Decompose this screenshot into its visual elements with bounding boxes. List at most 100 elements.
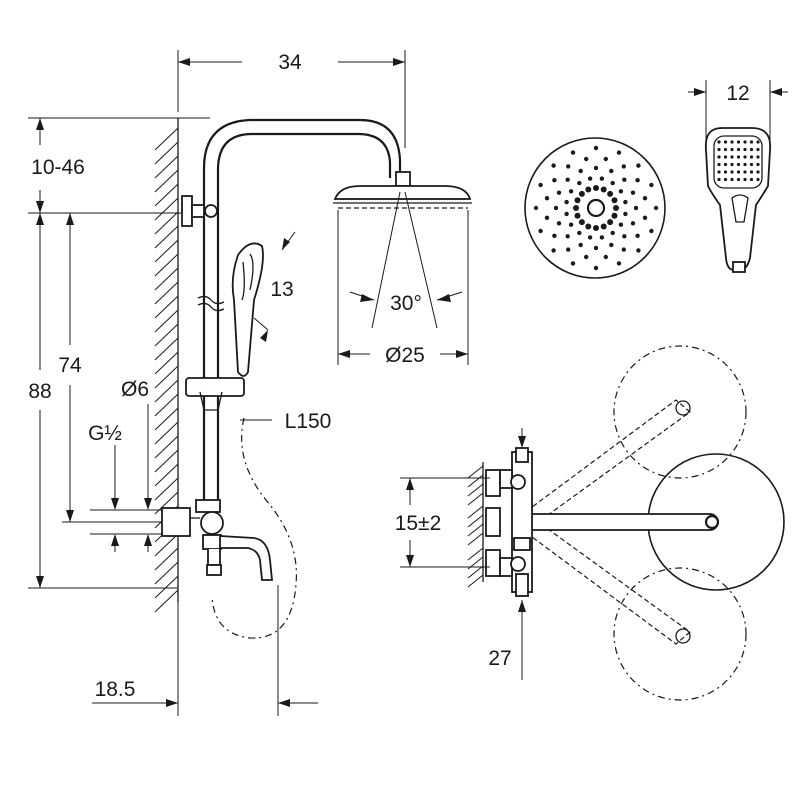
dim-bar-height: 74: [58, 354, 82, 377]
nozzle-dot: [603, 156, 608, 162]
nozzle-dot: [556, 190, 562, 195]
nozzle-dot: [603, 254, 608, 260]
hatch-line: [467, 547, 484, 561]
hatch-line: [154, 575, 179, 599]
nozzle-dot: [622, 177, 627, 182]
wall: [154, 118, 179, 613]
dim-hose-length: L150: [285, 410, 332, 433]
dim-handshower-width: 12: [726, 82, 749, 105]
nozzle-dot: [743, 147, 747, 152]
nozzle-dot: [552, 233, 557, 238]
hatch-line: [467, 565, 484, 579]
nozzle-dot: [756, 140, 760, 144]
nozzle-dot: [743, 162, 747, 167]
nozzle-dot: [565, 177, 570, 182]
nozzle-dot: [551, 248, 556, 253]
nozzle-dot: [633, 205, 639, 211]
nozzle-dot: [570, 261, 576, 266]
nozzle-dot: [593, 265, 599, 271]
nozzle-dot: [577, 180, 582, 186]
nozzle-dot: [736, 155, 741, 159]
nozzle-dot: [570, 150, 576, 155]
nozzle-dot: [636, 163, 641, 168]
dim-head-diameter: Ø25: [385, 344, 425, 367]
nozzle-dot: [578, 190, 585, 197]
hatch-line: [467, 483, 484, 497]
nozzle-dot: [723, 140, 728, 144]
nozzle-dot: [749, 162, 754, 167]
nozzle-dot: [730, 140, 734, 144]
nozzle-dot: [609, 168, 614, 174]
nozzle-dot: [723, 162, 728, 167]
nozzle-dot: [749, 147, 754, 152]
nozzle-dot: [621, 164, 626, 169]
hatch-line: [154, 393, 179, 417]
nozzle-dot: [577, 230, 582, 236]
hatch-line: [154, 449, 179, 473]
hatch-line: [154, 141, 179, 165]
hatch-line: [467, 514, 484, 528]
nozzle-dot: [564, 199, 569, 205]
nozzle-dot: [630, 190, 636, 195]
nozzle-dot: [593, 145, 599, 151]
hatch-line: [154, 435, 179, 459]
hatch-line: [154, 197, 179, 221]
nozzle-dot: [611, 197, 618, 204]
nozzle-dot: [618, 222, 624, 227]
nozzle-dot: [574, 197, 581, 204]
nozzle-dot: [743, 170, 747, 174]
hatch-line: [154, 295, 179, 319]
nozzle-dot: [610, 180, 615, 186]
dim-height-adjust: 10-46: [31, 156, 85, 179]
nozzle-dot: [622, 234, 627, 239]
nozzle-dot: [544, 215, 550, 220]
nozzle-dot: [578, 242, 583, 248]
hatch-line: [154, 379, 179, 403]
nozzle-dot: [723, 170, 728, 174]
nozzle-dot: [618, 189, 624, 194]
nozzle-dot: [730, 162, 734, 167]
nozzle-dot: [556, 221, 562, 226]
dim-inlet-centers: 15±2: [395, 512, 442, 535]
nozzle-dot: [749, 140, 754, 144]
nozzle-dot: [730, 170, 734, 174]
hatch-line: [154, 533, 179, 557]
nozzle-dot: [568, 222, 574, 227]
nozzle-dot: [736, 170, 741, 174]
hatch-line: [467, 492, 484, 506]
nozzle-dot: [743, 140, 747, 144]
nozzle-dot: [566, 247, 571, 252]
nozzle-dot: [743, 155, 747, 159]
nozzle-dot: [642, 196, 648, 201]
hatch-line: [154, 463, 179, 487]
hatch-line: [154, 351, 179, 375]
hatch-line: [154, 225, 179, 249]
nozzle-dot: [736, 177, 741, 182]
nozzle-dot: [538, 182, 543, 188]
nozzle-dot: [585, 223, 592, 230]
shower-column: [161, 118, 472, 639]
nozzle-dot: [723, 155, 728, 159]
nozzle-dot: [717, 177, 721, 182]
nozzle-dot: [756, 177, 760, 182]
nozzle-dot: [607, 219, 614, 226]
hatch-line: [154, 211, 179, 235]
nozzle-dot: [552, 178, 557, 183]
nozzle-dot: [574, 212, 581, 219]
hatch-line: [154, 561, 179, 585]
nozzle-dot: [723, 147, 728, 152]
nozzle-dot: [717, 147, 721, 152]
dim-wall-offset: 18.5: [95, 678, 136, 701]
hatch-line: [154, 309, 179, 333]
dim-pipe-diameter: Ø6: [121, 378, 149, 401]
dim-overall-height: 88: [28, 380, 51, 403]
rain-head-nozzles: [533, 145, 659, 271]
nozzle-dot: [723, 177, 728, 182]
hatch-line: [154, 477, 179, 501]
nozzle-dot: [756, 147, 760, 152]
hatch-line: [154, 155, 179, 179]
hatch-line: [467, 574, 484, 588]
nozzle-dot: [756, 170, 760, 174]
hatch-line: [154, 169, 179, 193]
nozzle-dot: [743, 177, 747, 182]
